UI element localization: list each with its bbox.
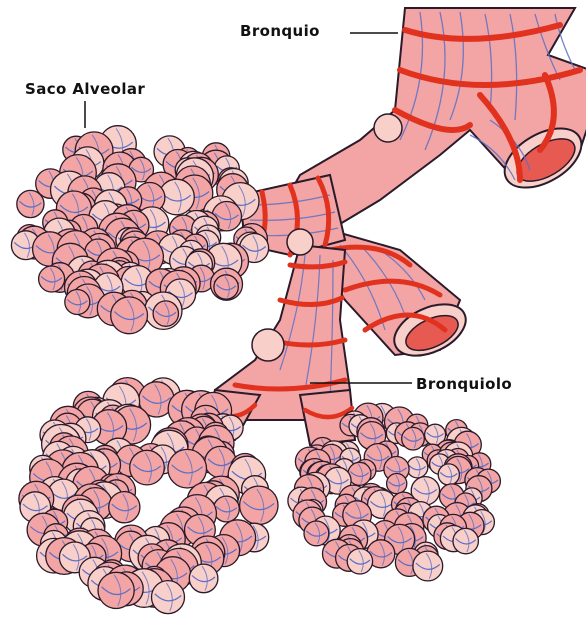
label-bronquiolo: Bronquiolo <box>416 375 512 393</box>
alveolar-sac-upper <box>11 126 268 334</box>
label-saco-alveolar: Saco Alveolar <box>25 80 145 98</box>
label-bronquio: Bronquio <box>240 22 320 40</box>
